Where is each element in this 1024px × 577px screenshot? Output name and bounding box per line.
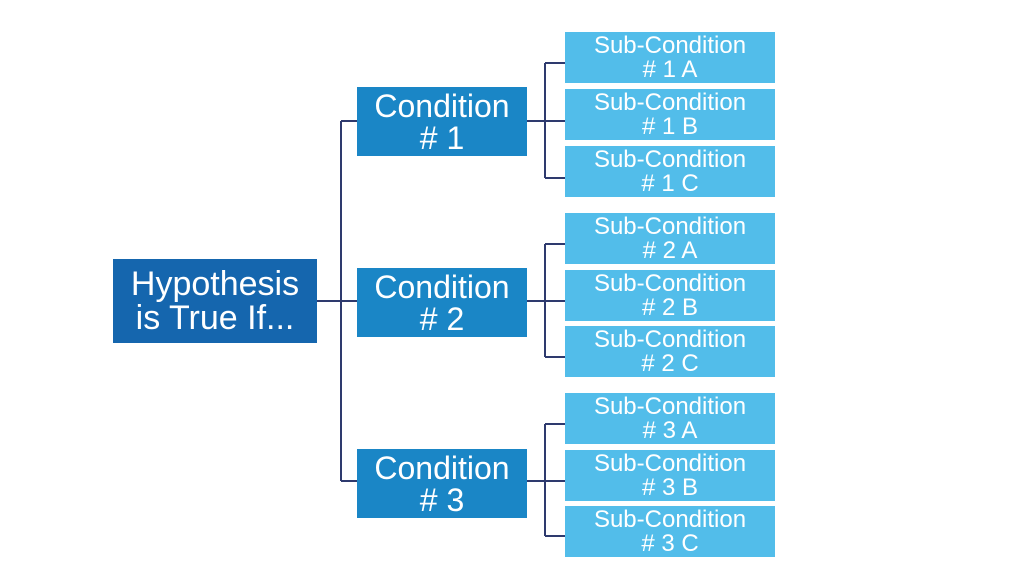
hypothesis-line-2: is True If... bbox=[135, 299, 295, 337]
condition-3-label: Condition bbox=[374, 449, 510, 486]
condition-1-label: Condition bbox=[374, 87, 510, 124]
sub-condition-3c-box: Sub-Condition # 3 C bbox=[565, 506, 775, 557]
sub-condition-3a-box: Sub-Condition # 3 A bbox=[565, 393, 775, 444]
hypothesis-line-1: Hypothesis bbox=[130, 265, 300, 303]
sub-condition-2a-label: Sub-Condition bbox=[593, 212, 747, 240]
sub-condition-3c-label: Sub-Condition bbox=[593, 505, 747, 533]
sub-condition-3b-label: Sub-Condition bbox=[593, 449, 747, 477]
sub-condition-1b-box: Sub-Condition # 1 B bbox=[565, 89, 775, 140]
sub-condition-1c-id: # 1 C bbox=[641, 169, 699, 197]
condition-2-box: Condition # 2 bbox=[357, 268, 527, 337]
sub-condition-1a-id: # 1 A bbox=[642, 55, 698, 83]
condition-3-number: # 3 bbox=[419, 481, 465, 518]
sub-condition-3c-id: # 3 C bbox=[641, 529, 699, 557]
sub-condition-1b-id: # 1 B bbox=[641, 112, 699, 140]
sub-condition-3a-id: # 3 A bbox=[642, 416, 698, 444]
condition-2-number: # 2 bbox=[419, 300, 465, 337]
sub-condition-2c-box: Sub-Condition # 2 C bbox=[565, 326, 775, 377]
sub-condition-1a-box: Sub-Condition # 1 A bbox=[565, 32, 775, 83]
sub-condition-2a-box: Sub-Condition # 2 A bbox=[565, 213, 775, 264]
sub-condition-2b-box: Sub-Condition # 2 B bbox=[565, 270, 775, 321]
condition-3-box: Condition # 3 bbox=[357, 449, 527, 518]
sub-condition-1a-label: Sub-Condition bbox=[593, 31, 747, 59]
sub-condition-1c-label: Sub-Condition bbox=[593, 145, 747, 173]
hypothesis-box: Hypothesis is True If... bbox=[113, 259, 317, 343]
condition-1-box: Condition # 1 bbox=[357, 87, 527, 156]
sub-condition-2c-id: # 2 C bbox=[641, 349, 699, 377]
sub-condition-1b-label: Sub-Condition bbox=[593, 88, 747, 116]
sub-condition-2b-id: # 2 B bbox=[641, 293, 699, 321]
sub-condition-3b-id: # 3 B bbox=[641, 473, 699, 501]
condition-2-label: Condition bbox=[374, 268, 510, 305]
sub-condition-2b-label: Sub-Condition bbox=[593, 269, 747, 297]
sub-condition-3b-box: Sub-Condition # 3 B bbox=[565, 450, 775, 501]
sub-condition-2a-id: # 2 A bbox=[642, 236, 698, 264]
sub-condition-2c-label: Sub-Condition bbox=[593, 325, 747, 353]
sub-condition-1c-box: Sub-Condition # 1 C bbox=[565, 146, 775, 197]
sub-condition-3a-label: Sub-Condition bbox=[593, 392, 747, 420]
condition-1-number: # 1 bbox=[419, 119, 465, 156]
